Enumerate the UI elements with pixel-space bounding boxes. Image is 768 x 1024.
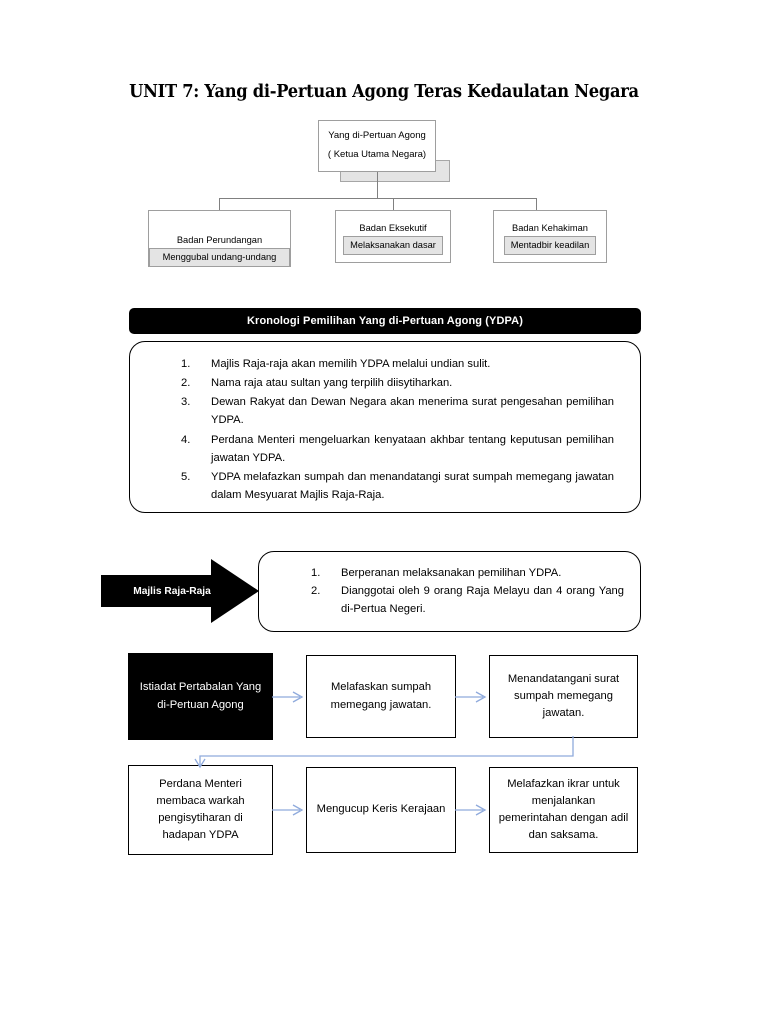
org-root-box: Yang di-Pertuan Agong ( Ketua Utama Nega… [318,120,436,172]
majlis-panel: 1. Berperanan melaksanakan pemilihan YDP… [258,551,641,632]
flow-step-label: Mengucup Keris Kerajaan [316,803,446,816]
list-item: 1. Majlis Raja-raja akan memilih YDPA me… [169,355,614,373]
list-item-text: Nama raja atau sultan yang terpilih diis… [211,377,453,390]
org-branch-kehakiman: Badan Kehakiman Mentadbir keadilan [493,210,607,263]
block-arrow-shape [101,559,259,623]
connector-branch-1 [393,198,394,210]
list-item-text: Berperanan melaksanakan pemilihan YDPA. [341,567,562,579]
list-item: 1. Berperanan melaksanakan pemilihan YDP… [299,564,624,582]
org-branch-title: Badan Kehakiman [512,223,588,234]
flow-arrow-icon-3-to-4 [272,804,304,816]
majlis-list: 1. Berperanan melaksanakan pemilihan YDP… [259,552,640,618]
kronologi-header-label: Kronologi Pemilihan Yang di-Pertuan Agon… [247,315,523,327]
flow-step-istiadat-pertabalan: Istiadat Pertabalan Yang di-Pertuan Agon… [128,653,273,740]
flow-arrow-icon-0-to-1 [272,691,304,703]
list-item-text: YDPA melafazkan sumpah dan menandatangi … [211,470,614,501]
org-branch-perundangan: Badan Perundangan Menggubal undang-undan… [148,210,291,267]
majlis-raja-raja-label: Majlis Raja-Raja [133,585,211,597]
flow-step-melafaskan-sumpah: Melafaskan sumpah memegang jawatan. [306,655,456,738]
list-item-text: Dewan Rakyat dan Dewan Negara akan mener… [211,396,614,427]
list-item: 2. Nama raja atau sultan yang terpilih d… [169,374,614,392]
org-root-line1: Yang di-Pertuan Agong [328,130,426,142]
org-branch-role: Melaksanakan dasar [343,236,443,255]
flow-step-label: Istiadat Pertabalan Yang di-Pertuan Agon… [139,681,262,711]
kronologi-list: 1. Majlis Raja-raja akan memilih YDPA me… [130,342,640,504]
list-item-number: 1. [311,567,321,579]
org-branch-role: Mentadbir keadilan [503,236,597,255]
kronologi-header-bar: Kronologi Pemilihan Yang di-Pertuan Agon… [129,308,641,334]
list-item: 3. Dewan Rakyat dan Dewan Negara akan me… [169,393,614,429]
flow-arrow-icon-4-to-5 [455,804,487,816]
flow-arrow-icon-2-to-3 [194,736,574,769]
flow-step-label: Menandatangani surat sumpah memegang jaw… [507,672,620,719]
flow-step-menandatangani-surat: Menandatangani surat sumpah memegang jaw… [489,655,638,738]
list-item-number: 2. [311,585,321,598]
org-branch-role: Menggubal undang-undang [149,248,290,267]
flow-step-melafazkan-ikrar: Melafazkan ikrar untuk menjalankan pemer… [489,767,638,853]
list-item-number: 1. [181,358,191,370]
page-title: UNIT 7: Yang di-Pertuan Agong Teras Keda… [129,82,639,102]
list-item-text: Majlis Raja-raja akan memilih YDPA melal… [211,358,491,370]
kronologi-panel: 1. Majlis Raja-raja akan memilih YDPA me… [129,341,641,513]
flow-step-label: Perdana Menteri membaca warkah pengisyti… [156,777,245,842]
list-item: 4. Perdana Menteri mengeluarkan kenyataa… [169,431,614,467]
flow-step-label: Melafaskan sumpah memegang jawatan. [330,681,432,711]
org-branch-title: Badan Eksekutif [359,223,427,234]
org-root-line2: ( Ketua Utama Negara) [327,149,427,160]
list-item: 5. YDPA melafazkan sumpah dan menandatan… [169,468,614,504]
org-branch-eksekutif: Badan Eksekutif Melaksanakan dasar [335,210,451,263]
flow-step-label: Melafazkan ikrar untuk menjalankan pemer… [498,777,629,842]
list-item-text: Dianggotai oleh 9 orang Raja Melayu dan … [341,585,624,616]
connector-horizontal-bus [219,198,536,199]
flow-arrow-icon-1-to-2 [455,691,487,703]
list-item-text: Perdana Menteri mengeluarkan kenyataan a… [211,433,614,464]
list-item-number: 2. [181,377,191,390]
list-item-number: 4. [181,433,191,446]
majlis-raja-raja-arrow: Majlis Raja-Raja [101,559,259,623]
flow-step-mengucup-keris: Mengucup Keris Kerajaan [306,767,456,853]
list-item-number: 5. [181,470,191,483]
connector-branch-0 [219,198,220,210]
list-item-number: 3. [181,396,191,409]
list-item: 2. Dianggotai oleh 9 orang Raja Melayu d… [299,582,624,618]
flow-step-perdana-menteri-warkah: Perdana Menteri membaca warkah pengisyti… [128,765,273,855]
connector-branch-2 [536,198,537,210]
connector-root-down [377,172,378,198]
org-branch-title: Badan Perundangan [176,235,263,246]
